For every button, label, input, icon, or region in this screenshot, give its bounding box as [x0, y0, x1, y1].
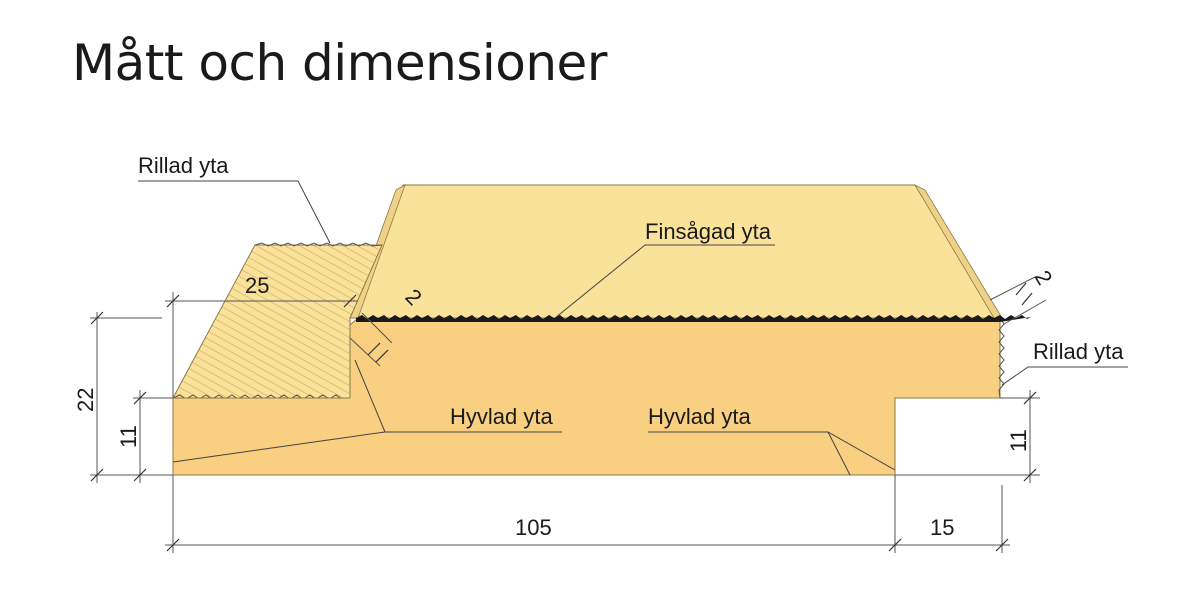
board-top-face: [351, 184, 1001, 319]
dim-tick: [367, 342, 381, 356]
dim-tick: [343, 294, 357, 308]
leader-finsagad: [554, 244, 775, 319]
dim-line-chamfer-2: [989, 276, 1036, 301]
sawn-edge: [356, 315, 1031, 322]
leader-rillad-right: [1001, 366, 1128, 386]
dim-tick: [166, 294, 180, 308]
dim-tick: [133, 391, 147, 405]
label-hyvlad-left: Hyvlad yta: [450, 404, 553, 429]
dim-line-groove: [361, 312, 393, 344]
dim-tick: [375, 349, 389, 363]
dim-tick: [166, 538, 180, 552]
leader-rillad-left: [138, 180, 331, 244]
board-front-face: [172, 317, 1001, 476]
dim-width-main: 105: [515, 515, 552, 540]
dim-height-half-left: 11: [116, 425, 141, 448]
label-rillad-right: Rillad yta: [1033, 339, 1124, 364]
tongue-serrated-edge: [254, 242, 383, 247]
dim-tick: [90, 468, 104, 482]
tongue-serrated-bottom: [172, 394, 351, 400]
leader-hyvlad-left-2: [354, 359, 386, 433]
dim-tick: [1023, 468, 1037, 482]
dim-tick: [1023, 391, 1037, 405]
leader-hyvlad-right-2: [827, 431, 851, 476]
label-hyvlad-right: Hyvlad yta: [648, 404, 751, 429]
dim-tick: [90, 311, 104, 325]
dim-width-rebate: 15: [930, 515, 954, 540]
dim-tick: [888, 538, 902, 552]
dim-tick: [133, 468, 147, 482]
label-finsagad: Finsågad yta: [645, 219, 772, 244]
dim-tick: [1015, 282, 1027, 296]
dim-height-half-right: 11: [1006, 429, 1031, 452]
dim-top-width: 25: [245, 273, 269, 298]
dim-tick: [1021, 292, 1033, 306]
label-rillad-left: Rillad yta: [138, 153, 229, 178]
dim-line-groove-2: [349, 337, 381, 367]
dim-line-chamfer: [1003, 299, 1047, 325]
dim-chamfer: 2: [1030, 266, 1058, 289]
dim-height-total: 22: [73, 388, 98, 412]
front-serrated-right: [998, 317, 1005, 399]
dim-tick: [995, 538, 1009, 552]
page-title: Mått och dimensioner: [72, 34, 607, 92]
